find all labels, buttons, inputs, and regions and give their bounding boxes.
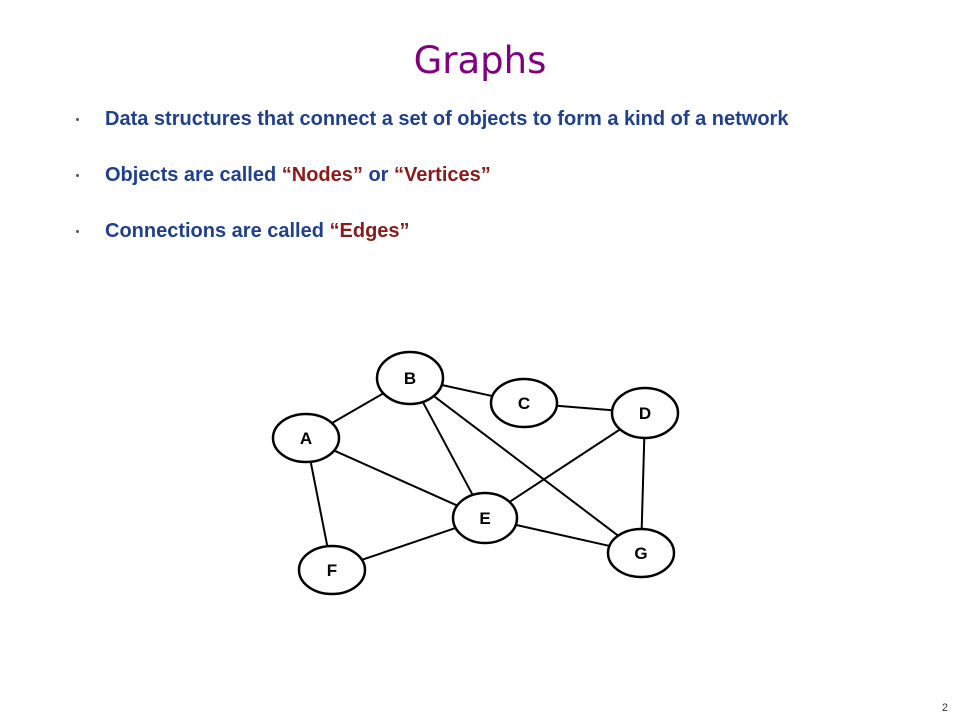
graph-edge-c-d xyxy=(556,404,613,412)
graph-node-b: B xyxy=(375,350,445,406)
graph-edge-d-g xyxy=(640,437,646,530)
bullet-item: Connections are called “Edges” xyxy=(72,212,872,250)
graph-edge-e-f xyxy=(361,527,456,561)
graph-node-shape xyxy=(271,412,341,464)
graph-edge-b-e xyxy=(421,401,474,496)
graph-edge-d-e xyxy=(508,428,621,503)
graph-node-label: G xyxy=(634,544,647,563)
graph-node-shape xyxy=(375,350,445,406)
graph-node-shape xyxy=(297,544,367,596)
bullet-part-emphasis: “Nodes” xyxy=(281,164,363,186)
bullet-marker xyxy=(76,230,79,233)
graph-node-label: B xyxy=(404,369,416,388)
slide-title: Graphs xyxy=(413,38,547,82)
bullet-marker xyxy=(76,118,79,121)
graph-edge-b-g xyxy=(433,395,619,537)
page-number: 2 xyxy=(941,702,948,714)
graph-node-label: E xyxy=(479,509,490,528)
graph-node-e: E xyxy=(451,491,519,545)
graph-node-shape xyxy=(606,527,676,579)
graph-edge-a-f xyxy=(309,461,329,547)
graph-node-label: F xyxy=(327,561,337,580)
graph-edge-e-g xyxy=(515,523,610,547)
graph-edge-b-c xyxy=(441,383,493,398)
bullet-part: Objects are called xyxy=(105,164,282,186)
graph-node-shape xyxy=(451,491,519,545)
bullet-item: Data structures that connect a set of ob… xyxy=(72,100,872,138)
graph-node-shape xyxy=(489,377,559,429)
bullet-marker xyxy=(76,174,79,177)
bullet-part: Data structures that connect a set of ob… xyxy=(105,108,789,130)
graph-node-c: C xyxy=(489,377,559,429)
graph-nodes: A B C D E F G xyxy=(271,350,680,596)
graph-edges xyxy=(309,383,646,561)
graph-node-label: A xyxy=(300,429,312,448)
bullet-part-emphasis: “Edges” xyxy=(329,220,410,242)
graph-node-f: F xyxy=(297,544,367,596)
graph-node-d: D xyxy=(610,386,680,440)
graph-node-label: D xyxy=(639,404,651,423)
bullet-item: Objects are called “Nodes” or “Vertices” xyxy=(72,156,872,194)
bullet-part: Connections are called xyxy=(105,220,330,242)
graph-node-shape xyxy=(610,386,680,440)
bullet-part: or xyxy=(362,164,395,186)
graph-node-g: G xyxy=(606,527,676,579)
graph-edge-a-b xyxy=(331,392,384,424)
bullet-part-emphasis: “Vertices” xyxy=(394,164,491,186)
graph-edge-a-e xyxy=(333,449,458,507)
bullet-list: Data structures that connect a set of ob… xyxy=(72,100,872,250)
graph-node-label: C xyxy=(518,394,530,413)
graph-node-a: A xyxy=(271,412,341,464)
